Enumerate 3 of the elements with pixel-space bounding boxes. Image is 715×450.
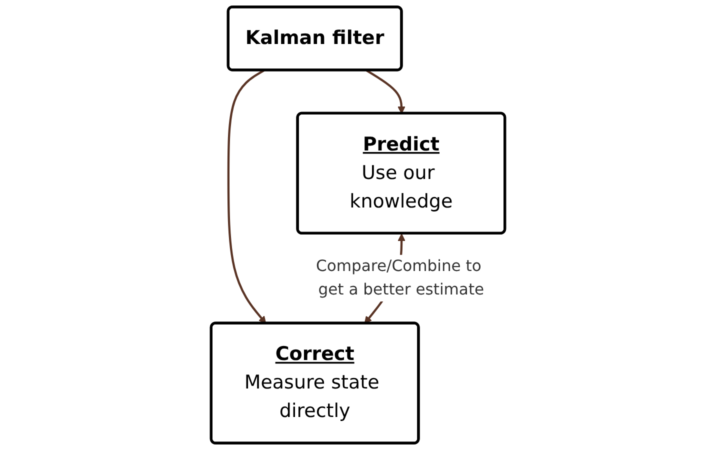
arrow [365,69,405,114]
arrow [226,69,266,324]
edge-label: Compare/Combine to get a better estimate [315,257,484,299]
